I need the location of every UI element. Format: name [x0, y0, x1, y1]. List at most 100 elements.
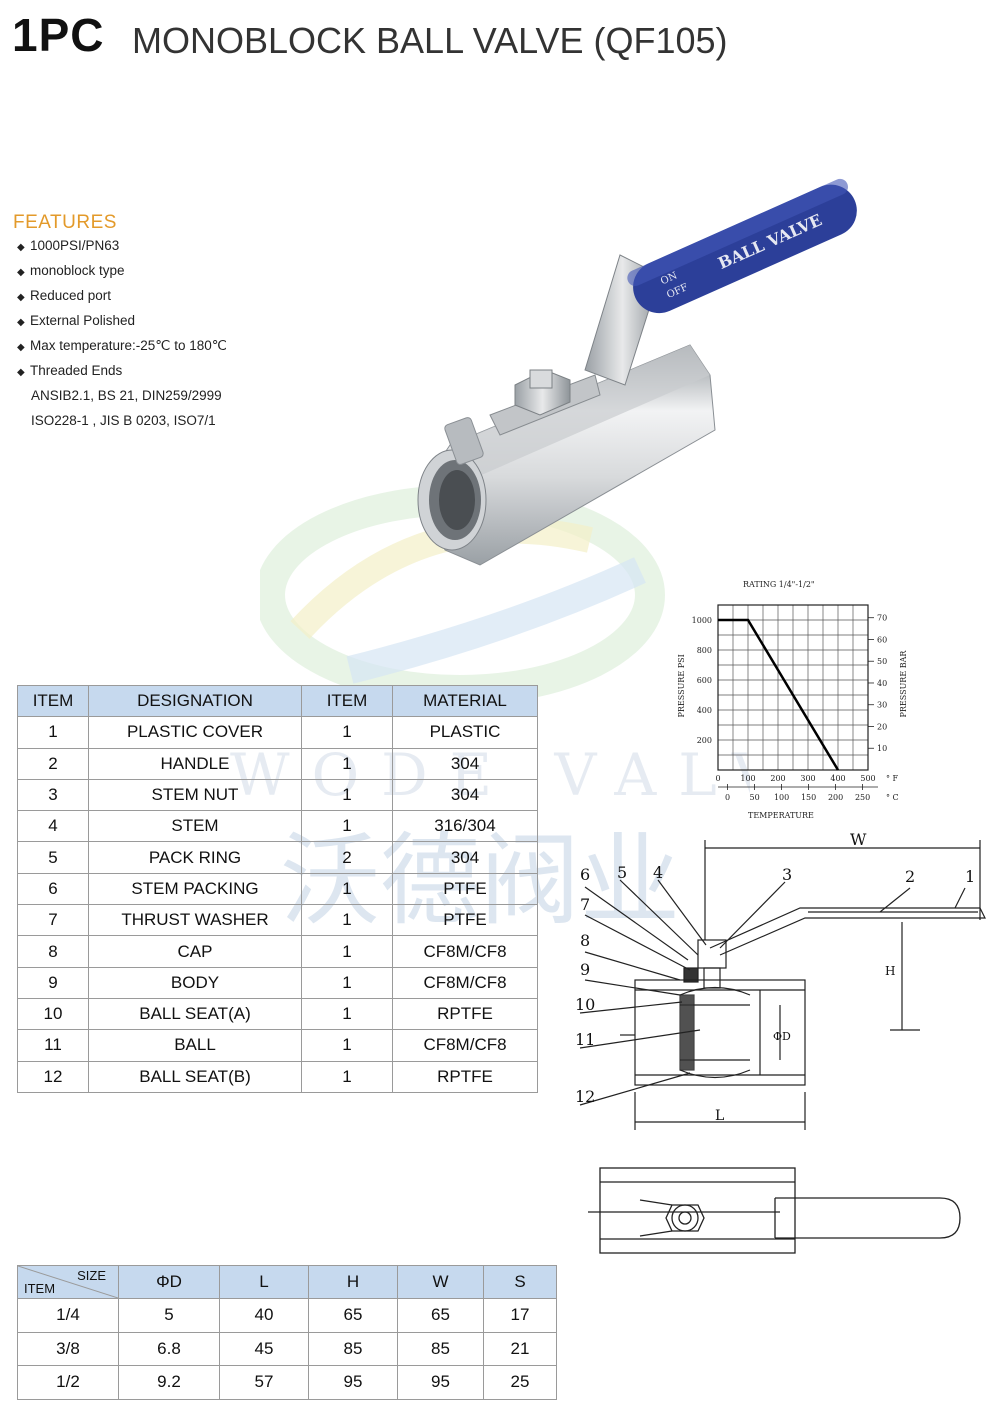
table-cell: BODY [88, 966, 302, 999]
feature-item: ◆Reduced port [17, 288, 112, 303]
y-tick-label: 800 [697, 646, 712, 655]
table-cell: 304 [392, 747, 538, 780]
table-cell: PLASTIC COVER [88, 716, 302, 749]
diagonal-line [18, 1266, 118, 1298]
y2-tick-label: 50 [877, 657, 887, 666]
table-cell: 65 [308, 1298, 398, 1333]
table-cell: 95 [397, 1365, 484, 1400]
feature-sub-item: ISO228-1 , JIS B 0203, ISO7/1 [31, 413, 216, 428]
table-cell: 1 [301, 716, 393, 749]
header-w: W [397, 1265, 484, 1299]
header-qty: ITEM [301, 684, 393, 718]
x-tick-label-c: 50 [750, 793, 760, 802]
svg-text:9: 9 [580, 960, 590, 979]
page-title: MONOBLOCK BALL VALVE (QF105) [132, 20, 728, 61]
table-cell: 8 [17, 935, 89, 968]
header-material: MATERIAL [392, 684, 538, 718]
feature-item: ◆monoblock type [17, 263, 125, 278]
table-cell: 21 [483, 1331, 557, 1366]
x-tick-label-f: 400 [830, 774, 845, 783]
table-cell: 65 [397, 1298, 484, 1333]
table-cell: 1 [301, 966, 393, 999]
x-tick-label-f: 100 [740, 774, 755, 783]
table-cell: 1 [301, 778, 393, 812]
svg-text:2: 2 [905, 867, 915, 886]
table-cell: 6.8 [118, 1331, 220, 1366]
table-cell: 1/2 [17, 1365, 119, 1400]
table-cell: 1 [301, 1060, 393, 1093]
parts-header-row: ITEM DESIGNATION ITEM MATERIAL [17, 684, 538, 718]
top-view-drawing [588, 1167, 961, 1254]
table-cell: 12 [17, 1060, 89, 1093]
x-tick-label-f: 0 [715, 774, 720, 783]
table-cell: 11 [17, 1029, 89, 1062]
table-cell: BALL SEAT(B) [88, 1060, 302, 1093]
table-cell: RPTFE [392, 1060, 538, 1093]
x-unit-c: ° C [886, 793, 899, 802]
x-tick-label-f: 500 [860, 774, 875, 783]
x-tick-label-c: 100 [774, 793, 789, 802]
x-tick-label-f: 200 [770, 774, 785, 783]
y-tick-label: 200 [697, 736, 712, 745]
table-cell: 1 [301, 810, 393, 843]
table-cell: 1 [301, 872, 393, 906]
table-cell: PLASTIC [392, 716, 538, 749]
x-tick-label-c: 0 [725, 793, 730, 802]
y2-axis-label: PRESSURE BAR [899, 650, 908, 718]
feature-sub-item: ANSIB2.1, BS 21, DIN259/2999 [31, 388, 222, 403]
x-axis-label: TEMPERATURE [748, 811, 814, 820]
title-model: 1PC [12, 9, 105, 61]
size-header-row: SIZE ITEM ΦD L H W S [17, 1265, 557, 1299]
y-tick-label: 1000 [692, 616, 712, 625]
svg-text:1: 1 [965, 867, 975, 886]
table-cell: 1 [301, 904, 393, 937]
table-cell: 2 [17, 747, 89, 780]
table-cell: 85 [308, 1331, 398, 1366]
table-cell: 45 [219, 1331, 309, 1366]
feature-item: ◆Max temperature:-25℃ to 180℃ [17, 338, 227, 353]
feature-item: ◆Threaded Ends [17, 363, 123, 378]
x-unit-f: ° F [886, 774, 899, 783]
table-cell: 3/8 [17, 1331, 119, 1366]
table-cell: BALL SEAT(A) [88, 997, 302, 1031]
svg-text:4: 4 [653, 863, 663, 882]
series-line [718, 618, 840, 771]
svg-text:11: 11 [575, 1030, 595, 1049]
table-cell: 25 [483, 1365, 557, 1400]
y2-tick-label: 70 [877, 614, 887, 623]
table-cell: 1 [301, 1029, 393, 1062]
table-cell: CF8M/CF8 [392, 1029, 538, 1062]
table-cell: 40 [219, 1298, 309, 1333]
table-cell: 304 [392, 841, 538, 874]
y-tick-label: 400 [697, 706, 712, 715]
table-cell: 6 [17, 872, 89, 906]
header-l: L [219, 1265, 309, 1299]
table-cell: 4 [17, 810, 89, 843]
pressure-temperature-chart: RATING 1/4"-1/2"200400600800100010203040… [677, 580, 908, 820]
y2-tick-label: 20 [877, 722, 887, 731]
table-cell: 10 [17, 997, 89, 1031]
table-cell: CF8M/CF8 [392, 935, 538, 968]
feature-item: ◆External Polished [17, 313, 136, 328]
y2-tick-label: 60 [877, 635, 887, 644]
table-cell: 9 [17, 966, 89, 999]
size-corner-cell: SIZE ITEM [17, 1265, 119, 1299]
header-item: ITEM [17, 684, 89, 718]
table-cell: 5 [118, 1298, 220, 1333]
table-cell: 304 [392, 778, 538, 812]
feature-item: ◆1000PSI/PN63 [17, 238, 120, 253]
table-cell: 95 [308, 1365, 398, 1400]
svg-text:H: H [885, 964, 895, 978]
